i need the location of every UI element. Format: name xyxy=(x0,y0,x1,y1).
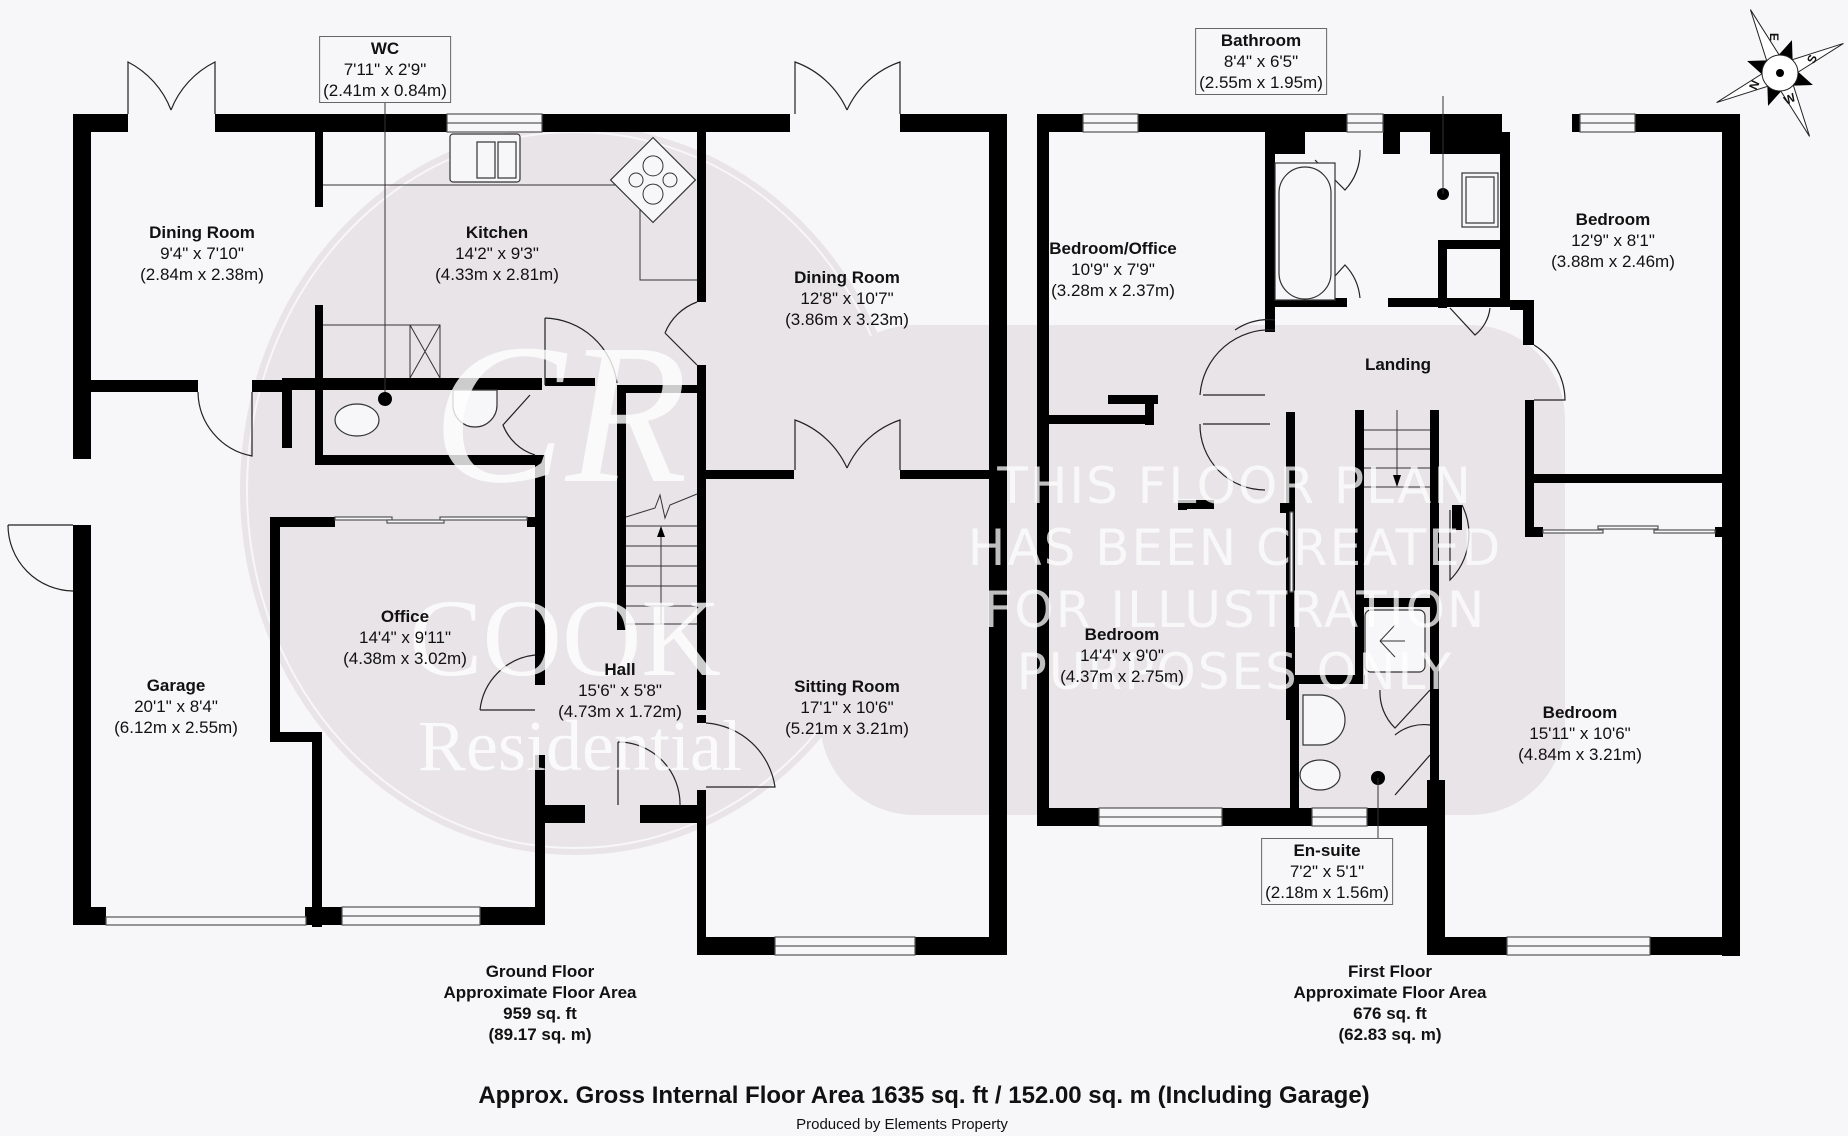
compass-icon xyxy=(1716,9,1844,137)
watermark-brand-initials: CR xyxy=(432,304,688,525)
room-label-bedroom-office: Bedroom/Office 10'9" x 7'9" (3.28m x 2.3… xyxy=(1049,239,1177,300)
room-label-bathroom: Bathroom 8'4" x 6'5" (2.55m x 1.95m) xyxy=(1195,28,1327,95)
ground-floor-doors xyxy=(7,61,901,806)
first-floor-summary: First Floor Approximate Floor Area 676 s… xyxy=(1293,962,1487,1044)
room-label-kitchen: Kitchen 14'2" x 9'3" (4.33m x 2.81m) xyxy=(435,223,559,284)
room-label-bedroom-left: Bedroom 14'4" x 9'0" (4.37m x 2.75m) xyxy=(1060,625,1184,686)
room-label-dining-room-1: Dining Room 9'4" x 7'10" (2.84m x 2.38m) xyxy=(140,223,264,284)
first-floor-doors xyxy=(1199,149,1566,796)
room-label-bedroom-bottom-right: Bedroom 15'11" x 10'6" (4.84m x 3.21m) xyxy=(1518,703,1642,764)
producer-credit: Produced by Elements Property xyxy=(796,1116,1008,1133)
ground-floor-fixtures xyxy=(323,72,698,625)
room-label-dining-room-2: Dining Room 12'8" x 10'7" (3.86m x 3.23m… xyxy=(785,268,909,329)
room-label-sitting-room: Sitting Room 17'1" x 10'6" (5.21m x 3.21… xyxy=(785,677,909,738)
room-label-office: Office 14'4" x 9'11" (4.38m x 3.02m) xyxy=(343,607,467,668)
room-label-bedroom-top-right: Bedroom 12'9" x 8'1" (3.88m x 2.46m) xyxy=(1551,210,1675,271)
room-label-landing: Landing xyxy=(1364,355,1432,374)
room-label-wc: WC 7'11" x 2'9" (2.41m x 0.84m) xyxy=(319,36,451,103)
watermark-brand-sub: Residential xyxy=(418,706,742,786)
first-floor-fixtures xyxy=(1274,96,1499,838)
watermark-disclaimer: THIS FLOOR PLAN HAS BEEN CREATED FOR ILL… xyxy=(967,457,1503,701)
room-label-hall: Hall 15'6" x 5'8" (4.73m x 1.72m) xyxy=(558,660,682,721)
ground-floor-windows xyxy=(105,113,916,956)
room-label-en-suite: En-suite 7'2" x 5'1" (2.18m x 1.56m) xyxy=(1261,838,1393,905)
gross-floor-area: Approx. Gross Internal Floor Area 1635 s… xyxy=(478,1082,1370,1109)
first-floor-walls xyxy=(1037,114,1740,956)
room-label-garage: Garage 20'1" x 8'4" (6.12m x 2.55m) xyxy=(114,676,238,737)
watermark-brand-name: COOK xyxy=(409,577,721,699)
first-floor-windows xyxy=(1082,113,1716,956)
ground-floor-walls xyxy=(73,114,1007,955)
ground-floor-summary: Ground Floor Approximate Floor Area 959 … xyxy=(443,962,637,1044)
